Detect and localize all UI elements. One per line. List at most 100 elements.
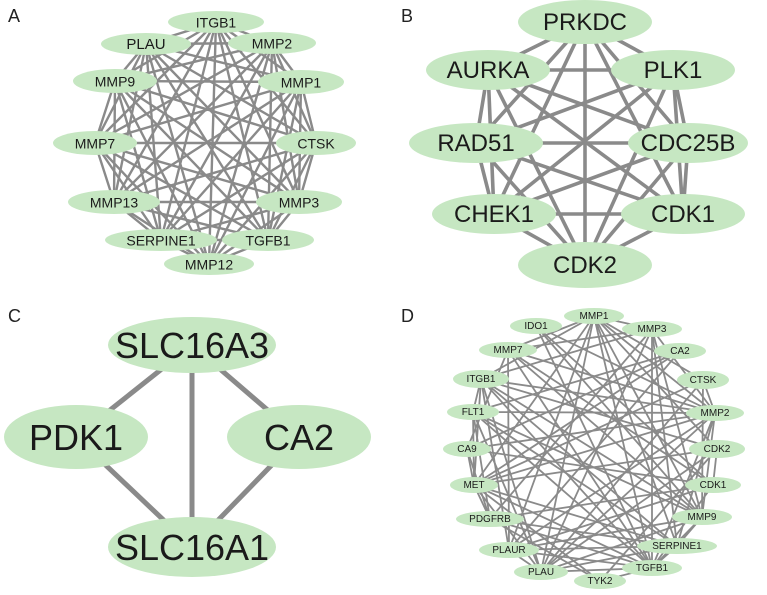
node-prkdc[interactable]: PRKDC [518,0,652,44]
node-cdk1[interactable]: CDK1 [685,477,741,493]
node-ca9[interactable]: CA9 [443,441,491,457]
edge-mmp2-mmp7 [93,41,274,145]
node-mmp2[interactable]: MMP2 [686,405,744,421]
node-flt1[interactable]: FLT1 [447,404,499,420]
node-itgb1[interactable]: ITGB1 [168,11,264,33]
node-ellipse [450,477,498,493]
edge-met-serpine1 [473,484,678,547]
node-mmp13[interactable]: MMP13 [68,190,160,214]
node-label: CHEK1 [454,201,534,228]
node-ctsk[interactable]: CTSK [276,131,356,155]
node-slc16a1[interactable]: SLC16A1 [108,517,276,577]
node-ellipse [574,573,626,589]
node-mmp7[interactable]: MMP7 [479,342,537,358]
node-cdk2[interactable]: CDK2 [518,242,652,288]
node-met[interactable]: MET [450,477,498,493]
node-label: MMP7 [494,345,523,356]
node-ido1[interactable]: IDO1 [510,318,562,334]
node-ca2[interactable]: CA2 [654,343,706,359]
node-ellipse [621,194,745,234]
node-ca2[interactable]: CA2 [227,405,371,469]
node-label: CDC25B [641,130,736,157]
node-mmp12[interactable]: MMP12 [164,253,254,275]
node-label: CTSK [297,136,335,152]
edge-mmp3-pdgfrb [489,328,653,520]
edge-met-tgfb1 [473,484,653,569]
node-ellipse [227,405,371,469]
edge-plk1-cdk2 [583,68,675,267]
edge-flt1-serpine1 [472,411,678,547]
node-ellipse [4,405,148,469]
node-ellipse [518,0,652,44]
edge-mmp3-mmp2 [651,328,716,414]
node-ellipse [510,318,562,334]
node-ellipse [453,370,509,388]
node-ellipse [426,50,550,90]
node-ellipse [689,440,745,458]
node-tgfb1[interactable]: TGFB1 [622,560,682,576]
node-serpine1[interactable]: SERPINE1 [637,538,717,554]
edge-ido1-tgfb1 [535,325,653,569]
node-slc16a3[interactable]: SLC16A3 [108,317,276,373]
node-mmp1[interactable]: MMP1 [564,308,624,324]
edge-mmp1-plau [540,315,595,573]
node-ellipse [611,50,735,90]
node-ellipse [479,542,539,558]
panel-letter: B [401,6,413,26]
edge-cdk2-met [473,448,718,486]
node-label: MMP3 [279,195,320,211]
edge-plau-mmp3 [144,42,301,204]
node-plk1[interactable]: PLK1 [611,50,735,90]
node-mmp9[interactable]: MMP9 [672,509,732,525]
node-label: PDK1 [29,417,123,458]
node-plau[interactable]: PLAU [514,564,568,580]
node-ellipse [677,371,729,389]
node-mmp9[interactable]: MMP9 [73,69,157,93]
node-mmp7[interactable]: MMP7 [53,131,137,155]
node-label: SERPINE1 [126,233,195,249]
node-ellipse [409,123,543,163]
node-ellipse [168,11,264,33]
node-chek1[interactable]: CHEK1 [432,194,556,234]
node-pdgfrb[interactable]: PDGFRB [456,511,524,527]
node-label: SLC16A1 [115,527,269,568]
node-plau[interactable]: PLAU [101,33,191,55]
node-label: MMP2 [701,408,730,419]
node-serpine1[interactable]: SERPINE1 [105,229,217,251]
node-cdk1[interactable]: CDK1 [621,194,745,234]
node-aurka[interactable]: AURKA [426,50,550,90]
node-cdk2[interactable]: CDK2 [689,440,745,458]
node-ellipse [447,404,499,420]
node-pdk1[interactable]: PDK1 [4,405,148,469]
node-ellipse [105,229,217,251]
node-mmp1[interactable]: MMP1 [258,70,344,94]
node-label: ITGB1 [467,374,496,385]
node-plaur[interactable]: PLAUR [479,542,539,558]
edge-cdk2-plau [540,448,718,573]
node-label: SLC16A3 [115,325,269,366]
node-ellipse [53,131,137,155]
node-ellipse [685,477,741,493]
node-tgfb1[interactable]: TGFB1 [222,229,314,251]
node-mmp2[interactable]: MMP2 [228,32,316,54]
node-tyk2[interactable]: TYK2 [574,573,626,589]
node-ellipse [518,242,652,288]
node-ellipse [479,342,537,358]
node-itgb1[interactable]: ITGB1 [453,370,509,388]
node-ellipse [68,190,160,214]
node-ctsk[interactable]: CTSK [677,371,729,389]
node-mmp3[interactable]: MMP3 [622,321,682,337]
node-ellipse [432,194,556,234]
node-rad51[interactable]: RAD51 [409,123,543,163]
edge-ctsk-serpine1 [159,141,318,242]
edge-mmp9-plau [540,516,703,573]
edge-ido1-mmp2 [535,325,716,414]
node-cdc25b[interactable]: CDC25B [628,123,748,163]
edges [466,315,718,582]
node-label: ITGB1 [196,15,237,31]
node-mmp3[interactable]: MMP3 [256,190,342,214]
edge-plau-ctsk [144,42,318,145]
